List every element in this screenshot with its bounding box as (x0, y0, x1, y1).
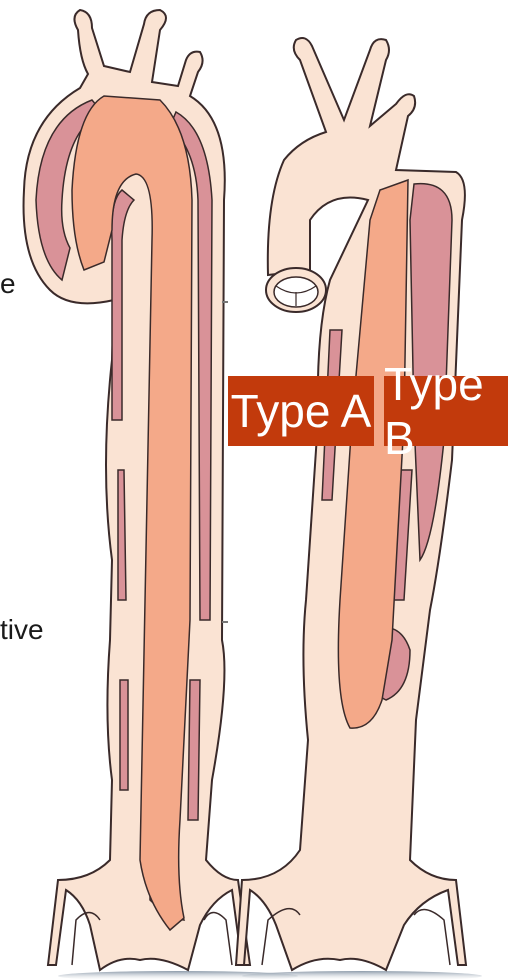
type-b-aorta (236, 38, 482, 980)
type-a-iliac-right (204, 913, 232, 966)
type-b-iliac-right (414, 910, 450, 965)
type-a-aorta (24, 10, 298, 980)
type-b-shadow (242, 971, 482, 980)
type-b-label: Type B (384, 376, 504, 446)
type-a-false-lumen-desc-left (118, 470, 126, 600)
cut-off-text-bottom: tive (0, 616, 44, 644)
type-a-false-lumen-lower-right (188, 680, 200, 820)
cut-off-text-top: e (0, 270, 16, 298)
type-a-false-lumen-lower-left (120, 680, 128, 790)
type-a-label: Type A (228, 376, 374, 446)
